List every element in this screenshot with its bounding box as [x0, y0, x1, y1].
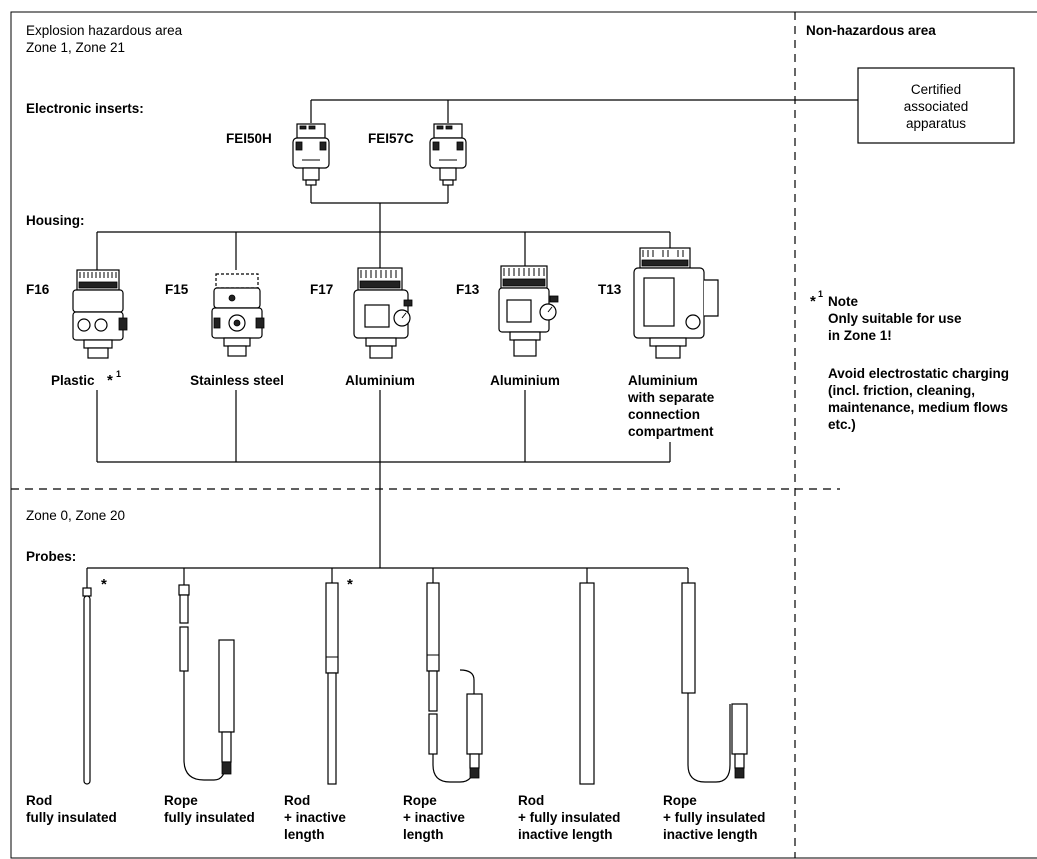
housing-f13-aluminium [498, 265, 559, 357]
probe-label-6-line3: inactive length [663, 827, 758, 842]
note-line3: Avoid electrostatic charging [828, 366, 1009, 381]
probe-rope-fully-insulated [178, 584, 235, 781]
zone0-title: Zone 0, Zone 20 [26, 508, 125, 523]
insert-label-fei57c: FEI57C [368, 131, 414, 146]
probe-label-2-line2: fully insulated [164, 810, 255, 825]
housing-material-t13-line2: with separate [627, 390, 715, 405]
probes-heading: Probes: [26, 549, 76, 564]
probe-label-6-line1: Rope [663, 793, 697, 808]
probe-rod-inactive-length [325, 582, 339, 785]
housing-code-f13: F13 [456, 282, 480, 297]
probe-label-2-line1: Rope [164, 793, 198, 808]
probe-rod-fully-insulated-inactive [579, 582, 595, 785]
housing-code-f16: F16 [26, 282, 50, 297]
housing-material-f15: Stainless steel [190, 373, 284, 388]
housing-code-t13: T13 [598, 282, 622, 297]
housing-material-f17: Aluminium [345, 373, 415, 388]
housing-f17-aluminium [353, 267, 413, 359]
housing-code-f17: F17 [310, 282, 333, 297]
housing-heading: Housing: [26, 213, 85, 228]
housing-code-f15: F15 [165, 282, 189, 297]
probe-label-4-line3: length [403, 827, 444, 842]
housing-material-t13-line4: compartment [628, 424, 714, 439]
housing-f16-plastic [72, 269, 128, 359]
probe-label-5-line1: Rod [518, 793, 544, 808]
electronic-insert-fei50h [292, 123, 330, 186]
housing-material-t13-line3: connection [628, 407, 700, 422]
housing-material-f13: Aluminium [490, 373, 560, 388]
probe-rope-fully-insulated-inactive [681, 582, 748, 783]
electronic-inserts-heading: Electronic inserts: [26, 101, 144, 116]
housing-t13-aluminium [633, 247, 719, 359]
housing-material-t13-line1: Aluminium [628, 373, 698, 388]
probe-label-4-line1: Rope [403, 793, 437, 808]
probe-rope-inactive-length [426, 582, 483, 783]
insert-label-fei50h: FEI50H [226, 131, 272, 146]
apparatus-line1: Certified [911, 82, 961, 97]
housing-f16-marker-sup: 1 [116, 369, 121, 379]
housing-f15-stainless [211, 273, 265, 357]
probe-label-3-line2: + inactive [284, 810, 346, 825]
probe-label-3-line1: Rod [284, 793, 310, 808]
housing-f16-marker: * [107, 372, 113, 389]
note-title: Note [828, 294, 858, 309]
note-line4: (incl. friction, cleaning, [828, 383, 975, 398]
apparatus-line3: apparatus [906, 116, 966, 131]
note-line2: in Zone 1! [828, 328, 892, 343]
certified-apparatus-box [857, 67, 1015, 144]
probe-label-1-line1: Rod [26, 793, 52, 808]
electronic-insert-fei57c [429, 123, 467, 186]
apparatus-line2: associated [904, 99, 969, 114]
probe-label-1-line2: fully insulated [26, 810, 117, 825]
probe-rod-fully-insulated [82, 587, 92, 785]
probe-label-5-line2: + fully insulated [518, 810, 620, 825]
probe-rod-marker: * [101, 576, 107, 593]
probe-label-3-line3: length [284, 827, 325, 842]
note-marker: * [810, 293, 816, 310]
note-line6: etc.) [828, 417, 856, 432]
probe-label-6-line2: + fully insulated [663, 810, 765, 825]
housing-material-f16: Plastic [51, 373, 95, 388]
note-line5: maintenance, medium flows [828, 400, 1008, 415]
non-hazardous-area-title: Non-hazardous area [806, 23, 936, 38]
probe-label-4-line2: + inactive [403, 810, 465, 825]
note-marker-sup: 1 [818, 289, 823, 299]
probe-rod-inactive-marker: * [347, 576, 353, 593]
probe-label-5-line3: inactive length [518, 827, 613, 842]
hazardous-area-title: Explosion hazardous area [26, 23, 183, 38]
note-line1: Only suitable for use [828, 311, 962, 326]
hazardous-zone-label: Zone 1, Zone 21 [26, 40, 125, 55]
diagram-frame [10, 11, 1037, 859]
